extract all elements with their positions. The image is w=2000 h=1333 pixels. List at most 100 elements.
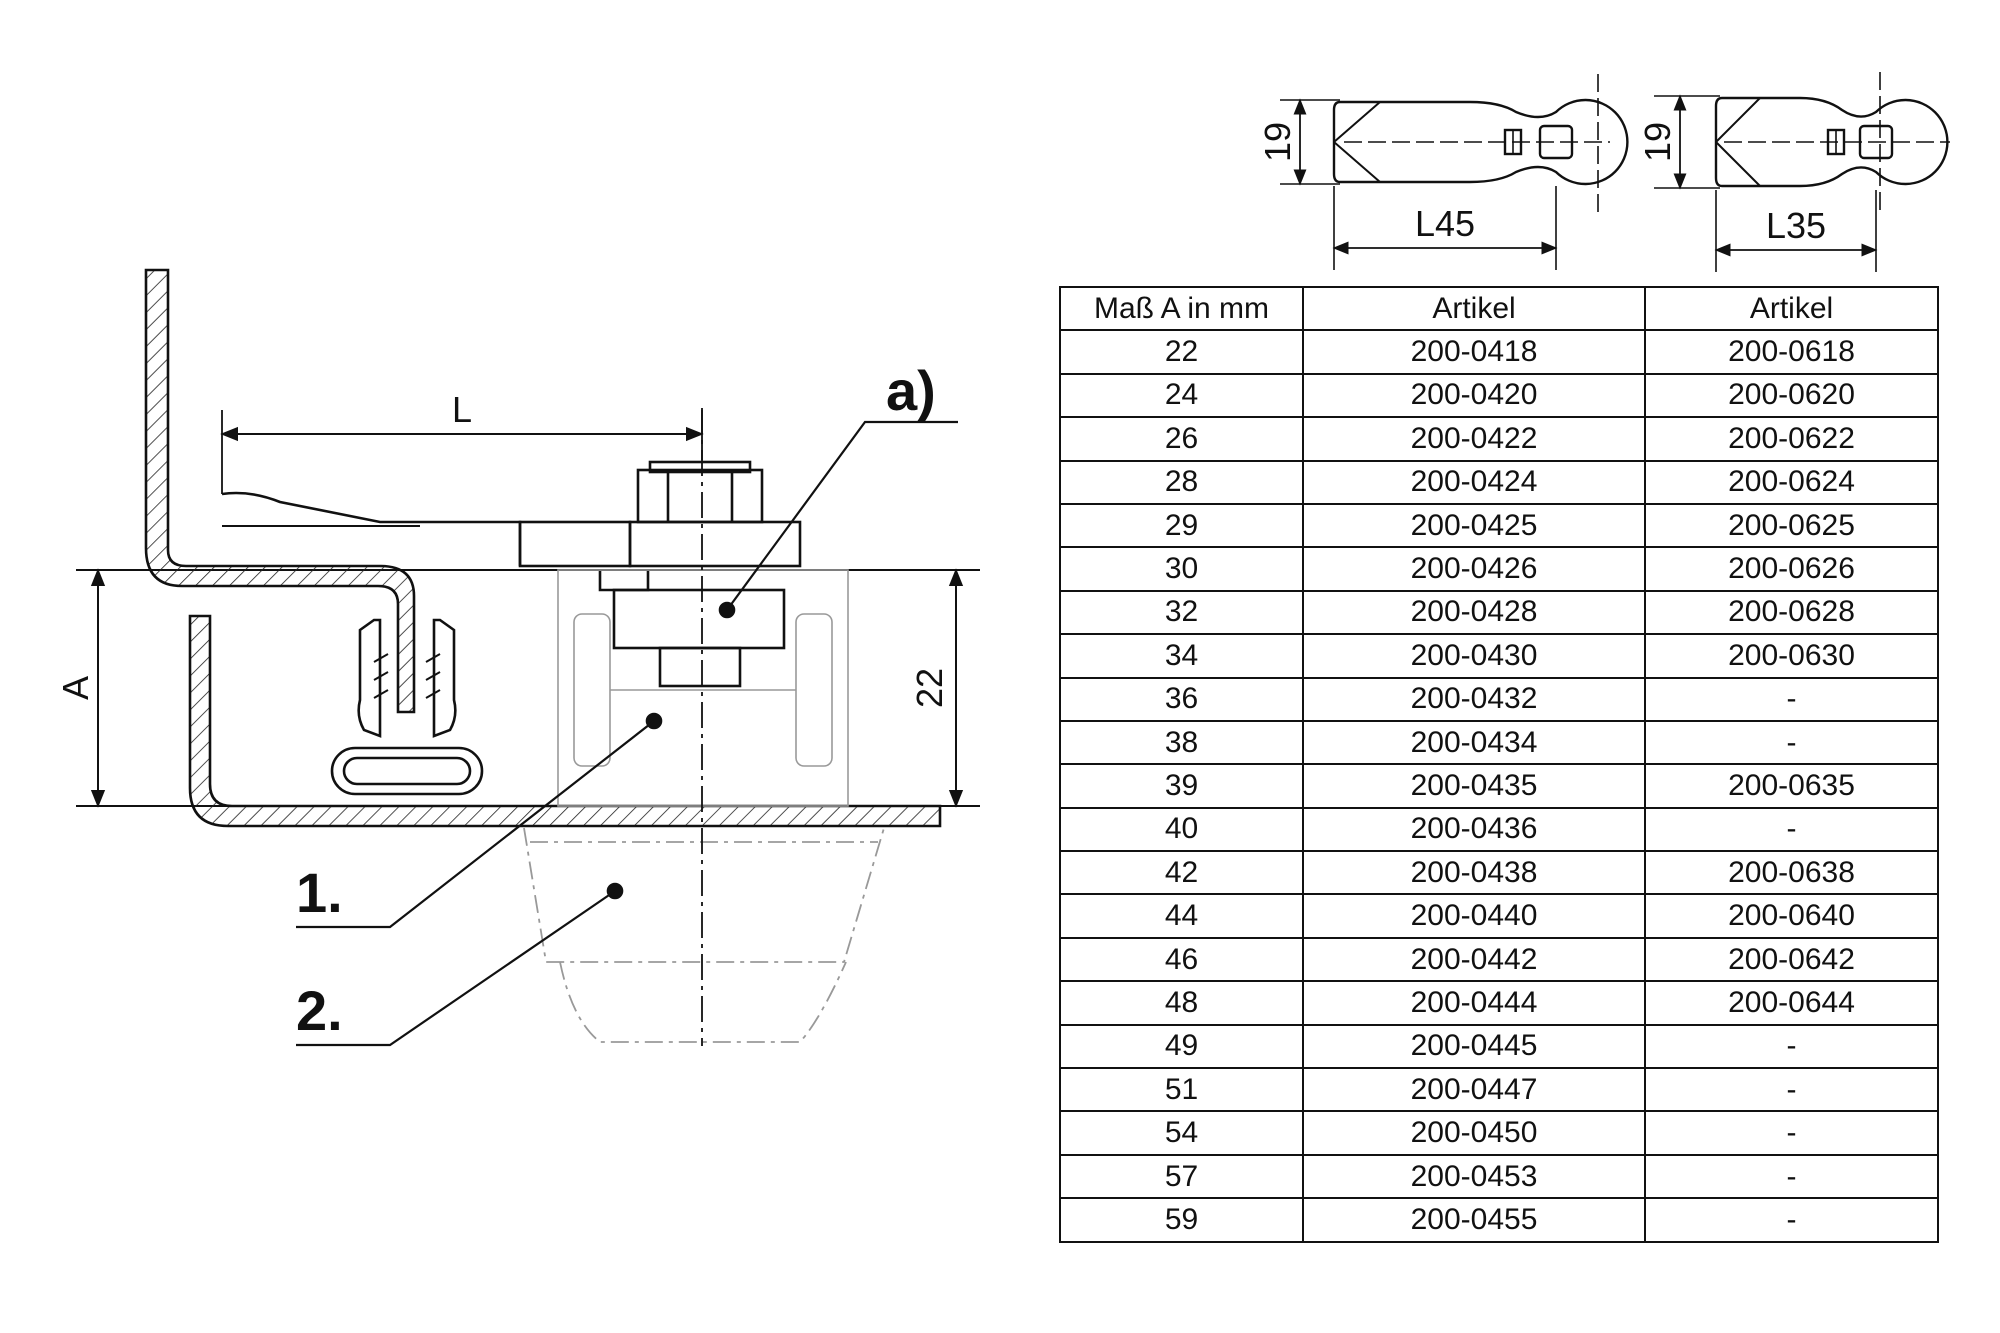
- cell-article-1: 200-0418: [1302, 329, 1646, 375]
- section-view: [76, 268, 980, 1047]
- table-header-row: Maß A in mm Artikel Artikel: [1059, 285, 1939, 332]
- cell-article-1: 200-0453: [1302, 1153, 1646, 1200]
- lock-body: [557, 569, 849, 807]
- dim-label-22: 22: [909, 668, 950, 708]
- cell-dimension-a: 42: [1059, 850, 1304, 896]
- cell-article-2: 200-0618: [1644, 329, 1939, 375]
- cell-article-1: 200-0430: [1302, 633, 1646, 679]
- lever-l35-width-label: 19: [1637, 122, 1678, 162]
- cell-article-1: 200-0444: [1302, 980, 1646, 1026]
- cell-article-1: 200-0424: [1302, 459, 1646, 505]
- cell-dimension-a: 54: [1059, 1110, 1304, 1156]
- cell-dimension-a: 38: [1059, 719, 1304, 766]
- cell-dimension-a: 30: [1059, 546, 1304, 592]
- cell-dimension-a: 29: [1059, 502, 1304, 549]
- lever-l45-width-label: 19: [1257, 122, 1298, 162]
- dim-label-L: L: [452, 389, 472, 430]
- header-article-2: Artikel: [1644, 285, 1939, 332]
- cell-article-2: -: [1644, 1197, 1939, 1243]
- cell-article-2: 200-0624: [1644, 459, 1939, 505]
- header-article-1: Artikel: [1302, 285, 1646, 332]
- cell-article-1: 200-0450: [1302, 1110, 1646, 1156]
- frame-profile: [188, 614, 942, 828]
- cell-article-2: -: [1644, 676, 1939, 722]
- cell-article-2: -: [1644, 806, 1939, 853]
- lever-head: [518, 520, 632, 568]
- cell-article-2: -: [1644, 1153, 1939, 1200]
- cell-article-1: 200-0445: [1302, 1023, 1646, 1070]
- cell-dimension-a: 24: [1059, 372, 1304, 419]
- lever-view-l35: [1654, 72, 1950, 272]
- cell-article-1: 200-0438: [1302, 850, 1646, 896]
- cell-article-1: 200-0432: [1302, 676, 1646, 722]
- cell-dimension-a: 34: [1059, 633, 1304, 679]
- cell-article-1: 200-0435: [1302, 763, 1646, 809]
- cell-article-2: 200-0642: [1644, 936, 1939, 983]
- cell-article-2: 200-0640: [1644, 893, 1939, 939]
- cell-article-2: 200-0635: [1644, 763, 1939, 809]
- cell-dimension-a: 48: [1059, 980, 1304, 1026]
- cell-dimension-a: 59: [1059, 1197, 1304, 1243]
- cell-article-2: 200-0625: [1644, 502, 1939, 549]
- cell-article-1: 200-0455: [1302, 1197, 1646, 1243]
- hex-nut: [636, 460, 764, 524]
- cell-article-1: 200-0442: [1302, 936, 1646, 983]
- cell-article-1: 200-0428: [1302, 589, 1646, 636]
- cell-dimension-a: 46: [1059, 936, 1304, 983]
- cell-article-2: -: [1644, 1023, 1939, 1070]
- cell-article-2: 200-0622: [1644, 416, 1939, 462]
- cell-dimension-a: 49: [1059, 1023, 1304, 1070]
- leader-1: [296, 720, 655, 929]
- cell-dimension-a: 32: [1059, 589, 1304, 636]
- callout-label-2: 2.: [296, 979, 343, 1042]
- leader-a: [726, 420, 958, 611]
- cell-dimension-a: 57: [1059, 1153, 1304, 1200]
- sealing-gasket: [330, 618, 484, 796]
- cell-article-1: 200-0426: [1302, 546, 1646, 592]
- cell-article-1: 200-0447: [1302, 1067, 1646, 1113]
- cell-article-1: 200-0434: [1302, 719, 1646, 766]
- cell-article-2: 200-0638: [1644, 850, 1939, 896]
- cell-article-2: -: [1644, 1110, 1939, 1156]
- cell-article-2: -: [1644, 1067, 1939, 1113]
- callout-label-1: 1.: [296, 861, 343, 924]
- cell-dimension-a: 39: [1059, 763, 1304, 809]
- cell-dimension-a: 26: [1059, 416, 1304, 462]
- leader-2: [296, 890, 616, 1047]
- cell-article-1: 200-0422: [1302, 416, 1646, 462]
- lever-l35-length-label: L35: [1766, 205, 1826, 246]
- cell-article-1: 200-0436: [1302, 806, 1646, 853]
- dim-label-A: A: [55, 676, 96, 700]
- cell-article-2: 200-0644: [1644, 980, 1939, 1026]
- cell-article-1: 200-0420: [1302, 372, 1646, 419]
- cell-article-2: 200-0620: [1644, 372, 1939, 419]
- callout-label-a: a): [886, 359, 936, 422]
- door-profile: [144, 268, 416, 714]
- cylinder-phantom: [523, 827, 885, 1043]
- cell-article-1: 200-0425: [1302, 502, 1646, 549]
- cell-dimension-a: 51: [1059, 1067, 1304, 1113]
- lever-l45-length-label: L45: [1415, 203, 1475, 244]
- cell-dimension-a: 40: [1059, 806, 1304, 853]
- cell-dimension-a: 22: [1059, 329, 1304, 375]
